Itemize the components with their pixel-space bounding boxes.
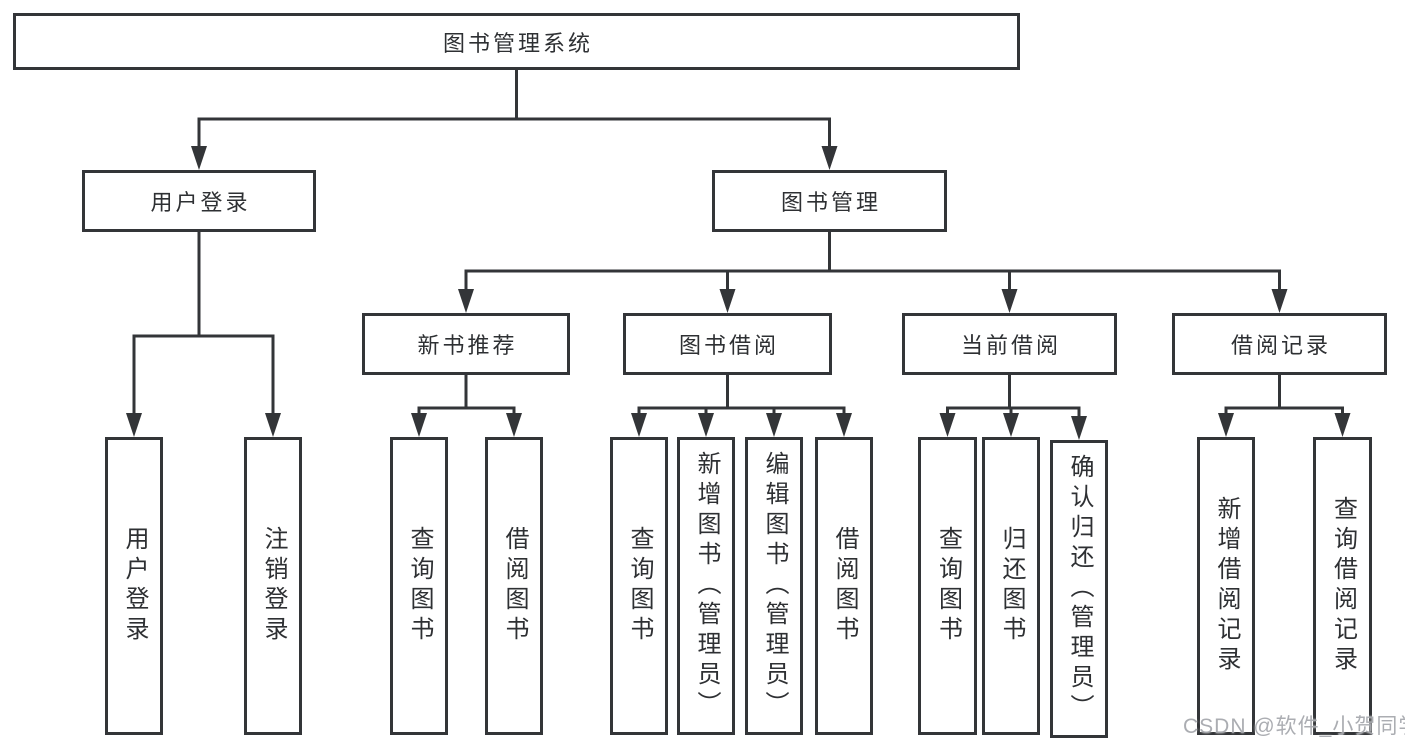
node-label: 新书推荐 <box>417 333 518 358</box>
watermark: CSDN @软件_小贺同学 <box>1183 715 1405 738</box>
node-current-borrowing: 当前借阅 <box>902 313 1117 375</box>
node-label: 图书管理 <box>780 190 881 215</box>
node-label: 确认归还（管理员） <box>1066 454 1093 724</box>
node-book-borrowing: 图书借阅 <box>623 313 832 375</box>
node-library-management-system: 图书管理系统 <box>13 13 1020 70</box>
node-label: 新增图书（管理员） <box>693 451 720 721</box>
node-leaf-edit-books-admin: 编辑图书（管理员） <box>745 437 803 735</box>
node-label: 查询图书 <box>406 526 433 646</box>
node-label: 借阅图书 <box>831 526 858 646</box>
node-label: 新增借阅记录 <box>1213 496 1240 676</box>
node-label: 图书管理系统 <box>442 30 593 56</box>
node-label: 编辑图书（管理员） <box>761 451 788 721</box>
node-leaf-borrow-books: 借阅图书 <box>815 437 873 735</box>
node-leaf-add-borrow-record: 新增借阅记录 <box>1197 437 1255 735</box>
node-leaf-query-books: 查询图书 <box>918 437 977 735</box>
node-leaf-query-borrow-record: 查询借阅记录 <box>1313 437 1372 735</box>
node-book-management: 图书管理 <box>712 170 947 232</box>
node-leaf-query-books: 查询图书 <box>610 437 668 735</box>
node-leaf-add-books-admin: 新增图书（管理员） <box>677 437 735 735</box>
node-new-book-recommend: 新书推荐 <box>362 313 570 375</box>
node-user-login: 用户登录 <box>82 170 316 232</box>
node-label: 借阅记录 <box>1230 333 1331 358</box>
node-leaf-return-books: 归还图书 <box>982 437 1040 735</box>
node-leaf-user-login: 用户登录 <box>105 437 163 735</box>
node-label: 查询图书 <box>626 526 653 646</box>
node-leaf-borrow-books: 借阅图书 <box>485 437 543 735</box>
node-label: 用户登录 <box>121 526 148 646</box>
node-label: 查询图书 <box>934 526 962 646</box>
node-label: 借阅图书 <box>501 526 528 646</box>
node-label: 注销登录 <box>260 526 287 646</box>
node-leaf-query-books: 查询图书 <box>390 437 448 735</box>
node-leaf-confirm-return-admin: 确认归还（管理员） <box>1050 440 1108 738</box>
node-borrowing-records: 借阅记录 <box>1172 313 1387 375</box>
node-label: 当前借阅 <box>960 333 1061 358</box>
node-label: 查询借阅记录 <box>1329 496 1357 676</box>
node-leaf-logout: 注销登录 <box>244 437 302 735</box>
node-label: 图书借阅 <box>678 333 779 358</box>
node-label: 用户登录 <box>150 190 251 215</box>
node-label: 归还图书 <box>998 526 1025 646</box>
